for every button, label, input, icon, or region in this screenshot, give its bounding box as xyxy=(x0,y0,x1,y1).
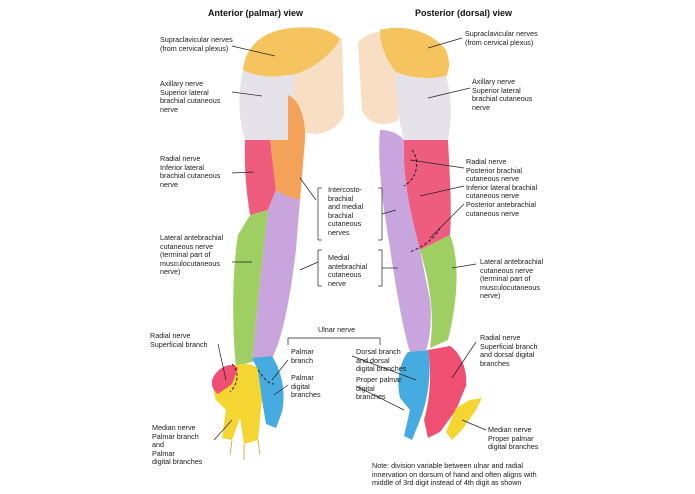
posterior-radial-region xyxy=(403,140,451,250)
anterior-intercostobrachial-region xyxy=(270,95,306,200)
posterior-axillary-region xyxy=(396,72,451,140)
anterior-ulnar-hand-region xyxy=(252,356,284,428)
posterior-radial-superficial-hand-region xyxy=(424,346,467,438)
posterior-dashed-boundary-2 xyxy=(409,227,441,253)
posterior-lateral-antebrachial-label: Lateral antebrachial cutaneous nerve (te… xyxy=(480,257,544,301)
posterior-ulnar-hand-region xyxy=(398,350,430,440)
variation-note: Note: division variable between ulnar an… xyxy=(372,461,537,488)
ulnar-dorsal-branch-label: Dorsal branch and dorsal digital branche… xyxy=(356,347,407,374)
anterior-radial-region xyxy=(244,140,276,215)
anterior-median-label: Median nerve Palmar branch and Palmar di… xyxy=(152,423,203,467)
ulnar-palmar-branch-label: Palmar branch xyxy=(291,347,314,365)
posterior-axillary-label: Axillary nerve Superior lateral brachial… xyxy=(472,77,533,112)
intercostobrachial-label: Intercosto- brachial and medial brachial… xyxy=(328,185,364,237)
posterior-supraclavicular-region xyxy=(380,27,449,79)
posterior-arm xyxy=(358,27,482,440)
anterior-radial-label: Radial nerve Inferior lateral brachial c… xyxy=(160,154,221,189)
ulnar-nerve-title: Ulnar nerve xyxy=(318,325,356,334)
anterior-arm xyxy=(211,27,344,460)
anterior-axillary-region xyxy=(239,70,295,140)
anterior-supraclavicular-region xyxy=(243,27,340,77)
posterior-median-label: Median nerve Proper palmar digital branc… xyxy=(488,425,539,452)
posterior-radial-label: Radial nerve Posterior brachial cutaneou… xyxy=(466,157,538,218)
anterior-medial-antebrachial-region xyxy=(252,190,300,362)
ulnar-palmar-digital-label: Palmar digital branches xyxy=(291,373,321,400)
posterior-radial-superficial-label: Radial nerve Superficial branch and dors… xyxy=(480,333,538,368)
anterior-dashed-boundary-1 xyxy=(229,363,238,393)
anterior-view-heading: Anterior (palmar) view xyxy=(208,8,304,18)
medial-antebrachial-label: Medial antebrachial cutaneous nerve xyxy=(328,253,368,288)
anterior-supraclavicular-label: Supraclavicular nerves (from cervical pl… xyxy=(160,35,233,53)
anterior-radial-superficial-hand-region xyxy=(211,365,238,394)
anterior-lateral-antebrachial-region xyxy=(233,210,268,366)
posterior-view-heading: Posterior (dorsal) view xyxy=(415,8,513,18)
anterior-lateral-antebrachial-label: Lateral antebrachial cutaneous nerve (te… xyxy=(160,233,224,277)
anterior-fingers xyxy=(229,439,261,460)
posterior-supraclavicular-label: Supraclavicular nerves (from cervical pl… xyxy=(465,29,538,47)
leader-lines xyxy=(213,37,487,441)
posterior-median-finger-region xyxy=(446,398,482,440)
posterior-dashed-boundary-1 xyxy=(403,149,418,187)
posterior-medial-antebrachial-region xyxy=(379,130,431,352)
anterior-radial-superficial-label: Radial nerve Superficial branch xyxy=(150,331,208,349)
anterior-dashed-boundary-2 xyxy=(257,369,275,385)
posterior-lateral-antebrachial-region xyxy=(420,235,457,348)
anterior-axillary-label: Axillary nerve Superior lateral brachial… xyxy=(160,79,221,114)
ulnar-proper-palmar-label: Proper palmar digital branches xyxy=(356,375,402,402)
